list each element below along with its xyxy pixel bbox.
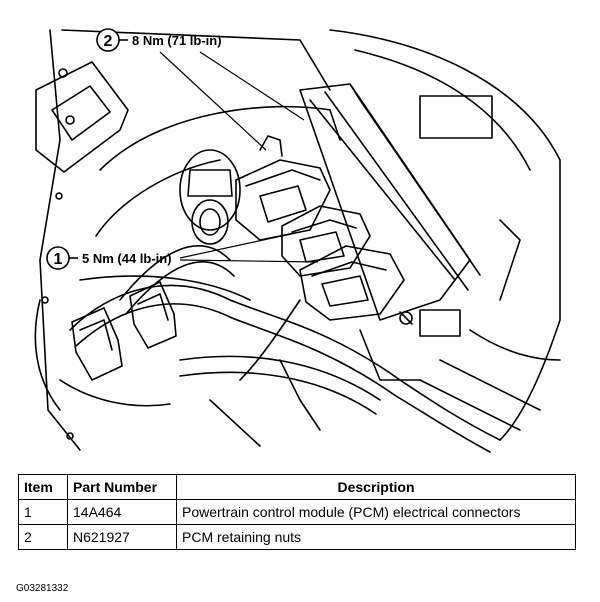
callout-1-number: 1 bbox=[54, 251, 63, 268]
firewall-panel bbox=[99, 105, 341, 171]
figure-id: G03281332 bbox=[16, 583, 69, 594]
callout-1-leader bbox=[179, 231, 319, 263]
parts-table: Item Part Number Description 1 14A464 Po… bbox=[18, 474, 576, 550]
callout-2: 2 8 Nm (71 lb-in) bbox=[96, 28, 305, 151]
pcm-connector-upper bbox=[235, 159, 331, 241]
body-panel-left bbox=[39, 29, 81, 451]
harness-connector-left bbox=[71, 307, 123, 381]
callout-2-leader bbox=[159, 51, 305, 151]
cell-part-number: 14A464 bbox=[67, 499, 177, 525]
header-part-number: Part Number bbox=[67, 474, 177, 500]
wire-harness bbox=[69, 284, 501, 441]
cell-item: 2 bbox=[18, 524, 68, 550]
table-row: 2 N621927 PCM retaining nuts bbox=[18, 524, 576, 550]
harness-connector-right bbox=[129, 281, 177, 349]
body-panel-right bbox=[329, 29, 561, 441]
oval-mount bbox=[179, 149, 241, 231]
pcm-connector-illustration: 2 8 Nm (71 lb-in) 1 5 Nm (44 lb-in) bbox=[34, 28, 561, 453]
header-description: Description bbox=[176, 474, 576, 500]
pcm-connector-lower bbox=[299, 245, 405, 321]
header-item: Item bbox=[18, 474, 68, 500]
mounting-bracket bbox=[35, 61, 129, 173]
table-header-row: Item Part Number Description bbox=[18, 474, 576, 500]
cell-description: Powertrain control module (PCM) electric… bbox=[176, 499, 576, 525]
callout-2-number: 2 bbox=[104, 33, 113, 50]
table-row: 1 14A464 Powertrain control module (PCM)… bbox=[18, 499, 576, 525]
cell-part-number: N621927 bbox=[67, 524, 177, 550]
callout-2-label: 8 Nm (71 lb-in) bbox=[132, 33, 222, 48]
pcm-connector-middle bbox=[281, 205, 371, 277]
cell-description: PCM retaining nuts bbox=[176, 524, 576, 550]
cell-item: 1 bbox=[18, 499, 68, 525]
retaining-nut bbox=[399, 311, 413, 325]
callout-1: 1 5 Nm (44 lb-in) bbox=[46, 231, 319, 270]
callout-1-label: 5 Nm (44 lb-in) bbox=[82, 251, 172, 266]
